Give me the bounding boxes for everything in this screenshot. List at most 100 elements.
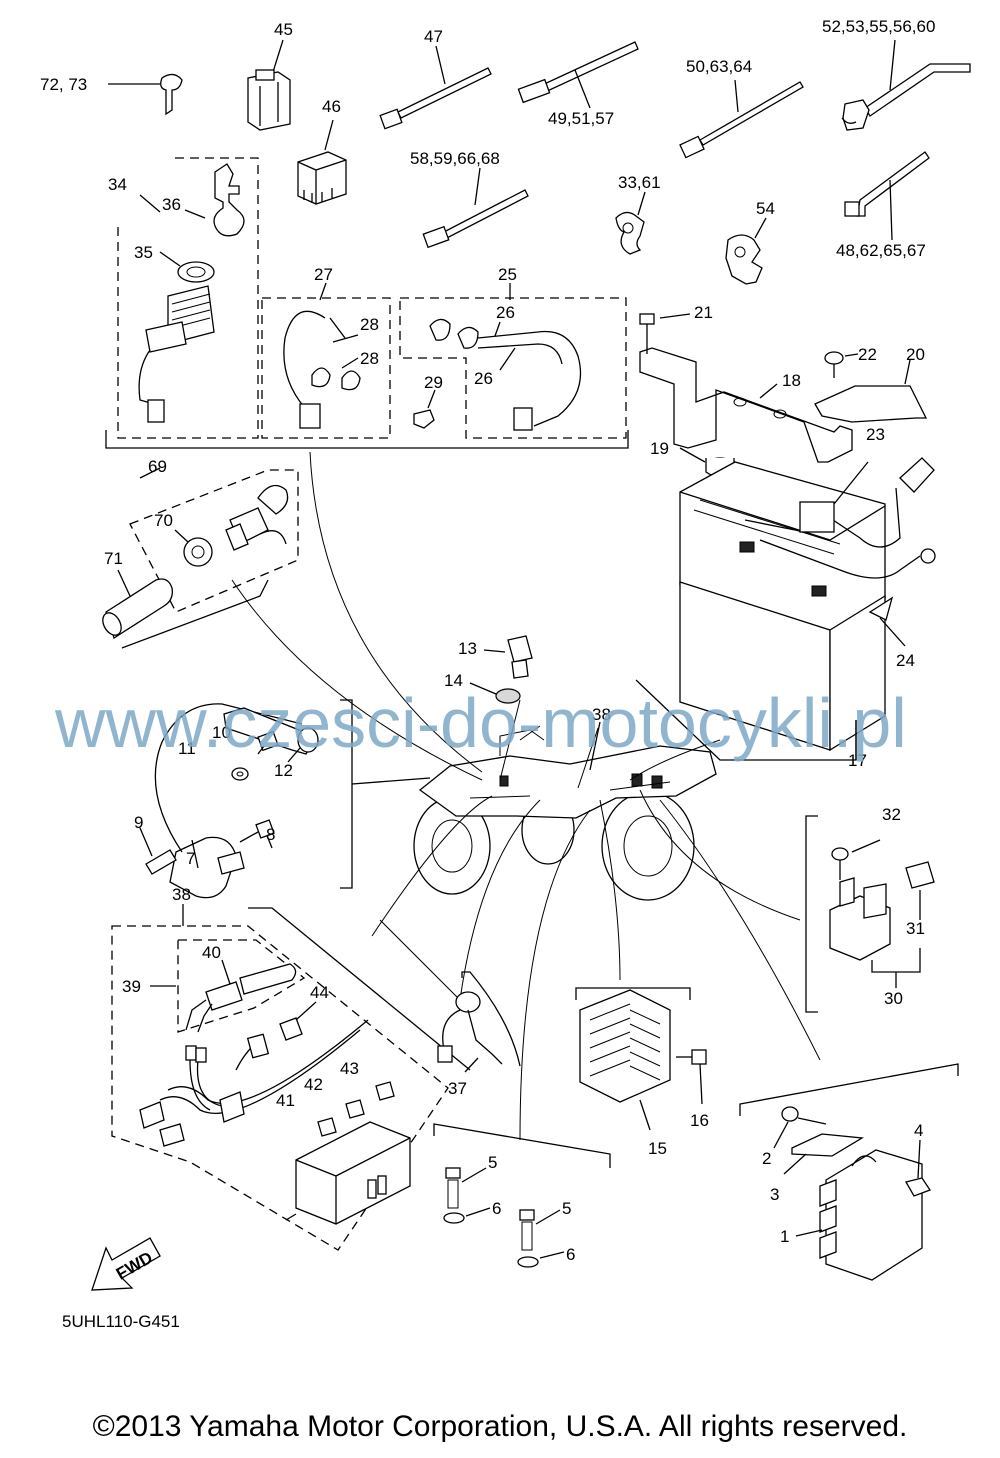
- fuse-42-icon: [345, 1099, 365, 1119]
- callout-38-bottom: 38: [172, 885, 191, 904]
- bolt-10-icon: [257, 730, 279, 755]
- fuse-41-icon: [317, 1117, 337, 1137]
- callout-23: 23: [866, 425, 885, 444]
- bolt-21-icon: [639, 313, 691, 354]
- callout-33-61: 33,61: [618, 173, 661, 192]
- main-switch-icon: [138, 285, 215, 423]
- bracket-3-icon: [783, 1133, 865, 1175]
- callout-35: 35: [134, 243, 153, 262]
- callout-17: 17: [848, 751, 867, 770]
- cable-tie-47-icon: [379, 45, 492, 130]
- callout-32: 32: [882, 805, 901, 824]
- callout-2: 2: [762, 1149, 771, 1168]
- callout-39: 39: [122, 977, 141, 996]
- neutral-switch-icon: [437, 991, 503, 1073]
- cable-tie-49-icon: [517, 41, 639, 109]
- grommet-4-icon: [905, 1139, 931, 1197]
- connector-45-icon: [247, 39, 291, 131]
- callout-38-top: 38: [592, 705, 611, 724]
- callout-7: 7: [186, 849, 195, 868]
- screw-2-icon: [773, 1106, 827, 1149]
- callout-13: 13: [458, 639, 477, 658]
- clamp-33-icon: [615, 191, 646, 255]
- connector-44-icon: [279, 1001, 317, 1041]
- lead-27-icon: [283, 282, 361, 429]
- cable-tie-50-icon: [679, 79, 804, 159]
- callout-52: 52,53,55,56,60: [822, 17, 935, 36]
- callout-10: 10: [212, 723, 231, 742]
- connector-40-icon: [185, 959, 297, 1033]
- spacer-9-icon: [139, 827, 177, 875]
- callout-25: 25: [498, 265, 517, 284]
- grip-71-icon: [102, 569, 173, 640]
- callout-49: 49,51,57: [548, 109, 614, 128]
- callout-14: 14: [444, 671, 463, 690]
- callout-70: 70: [154, 511, 173, 530]
- callout-41: 41: [276, 1091, 295, 1110]
- callout-34: 34: [108, 175, 127, 194]
- ignition-coil-icon: [154, 703, 303, 899]
- callout-26-bottom: 26: [474, 369, 493, 388]
- starter-relay-icon: [829, 839, 891, 961]
- bolt-5a-icon: [443, 1167, 491, 1224]
- callout-29: 29: [424, 373, 443, 392]
- accessory-socket-icon: [225, 484, 289, 551]
- battery-cable-24-icon: [759, 539, 936, 647]
- key-icon: [108, 73, 183, 116]
- callout-54: 54: [756, 199, 775, 218]
- callout-6-top: 6: [492, 1199, 501, 1218]
- callout-58: 58,59,66,68: [410, 149, 500, 168]
- callout-8: 8: [266, 825, 275, 844]
- cable-tie-52-icon: [841, 39, 971, 131]
- copyright-notice: ©2013 Yamaha Motor Corporation, U.S.A. A…: [92, 1410, 908, 1443]
- callout-72-73: 72, 73: [40, 75, 87, 94]
- washer-11-icon: [231, 767, 249, 781]
- callout-9: 9: [134, 813, 143, 832]
- callout-5-bottom: 5: [562, 1199, 571, 1218]
- callout-43: 43: [340, 1059, 359, 1078]
- callout-24: 24: [896, 651, 915, 670]
- bracket-18-icon: [639, 347, 853, 463]
- grommet-29-icon: [413, 389, 436, 429]
- callout-28-top: 28: [360, 315, 379, 334]
- callout-37: 37: [448, 1079, 467, 1098]
- callout-44: 44: [310, 983, 329, 1002]
- fuse-31-icon: [905, 861, 935, 920]
- callout-46: 46: [322, 97, 341, 116]
- callout-18: 18: [782, 371, 801, 390]
- relay-46-icon: [297, 119, 347, 205]
- callout-5-top: 5: [488, 1153, 497, 1172]
- callout-1: 1: [780, 1227, 789, 1246]
- callout-11: 11: [178, 739, 196, 758]
- callout-16: 16: [690, 1111, 709, 1130]
- callout-47: 47: [424, 27, 443, 46]
- nut-35-icon: [159, 251, 215, 283]
- callout-69: 69: [148, 457, 167, 476]
- fwd-arrow-icon: FWD: [91, 1237, 161, 1291]
- callout-45: 45: [274, 20, 293, 39]
- callout-labels: 45 47 52,53,55,56,60 50,63,64 72, 73 46 …: [40, 17, 935, 1264]
- cable-tie-48-icon: [844, 151, 930, 241]
- callout-4: 4: [914, 1121, 923, 1140]
- callout-36: 36: [162, 195, 181, 214]
- bolt-5b-icon: [517, 1209, 565, 1268]
- lead-25-icon: [429, 283, 582, 431]
- atv-vehicle-icon: [413, 725, 717, 901]
- callout-20: 20: [906, 345, 925, 364]
- callout-40: 40: [202, 943, 221, 962]
- ignition-key-icon: [184, 163, 245, 237]
- callout-22: 22: [858, 345, 877, 364]
- thermo-switch-icon: [469, 635, 533, 704]
- rectifier-regulator-icon: [579, 989, 671, 1131]
- cable-tie-58-icon: [422, 167, 529, 249]
- callout-42: 42: [304, 1075, 323, 1094]
- callout-48: 48,62,65,67: [836, 241, 926, 260]
- callout-28-bottom: 28: [360, 349, 379, 368]
- callout-6-bottom: 6: [566, 1245, 575, 1264]
- battery-cable-23-icon: [744, 457, 935, 548]
- cover-20-icon: [814, 359, 928, 423]
- callout-50: 50,63,64: [686, 57, 752, 76]
- nut-70-icon: [174, 529, 213, 567]
- callout-26-top: 26: [496, 303, 515, 322]
